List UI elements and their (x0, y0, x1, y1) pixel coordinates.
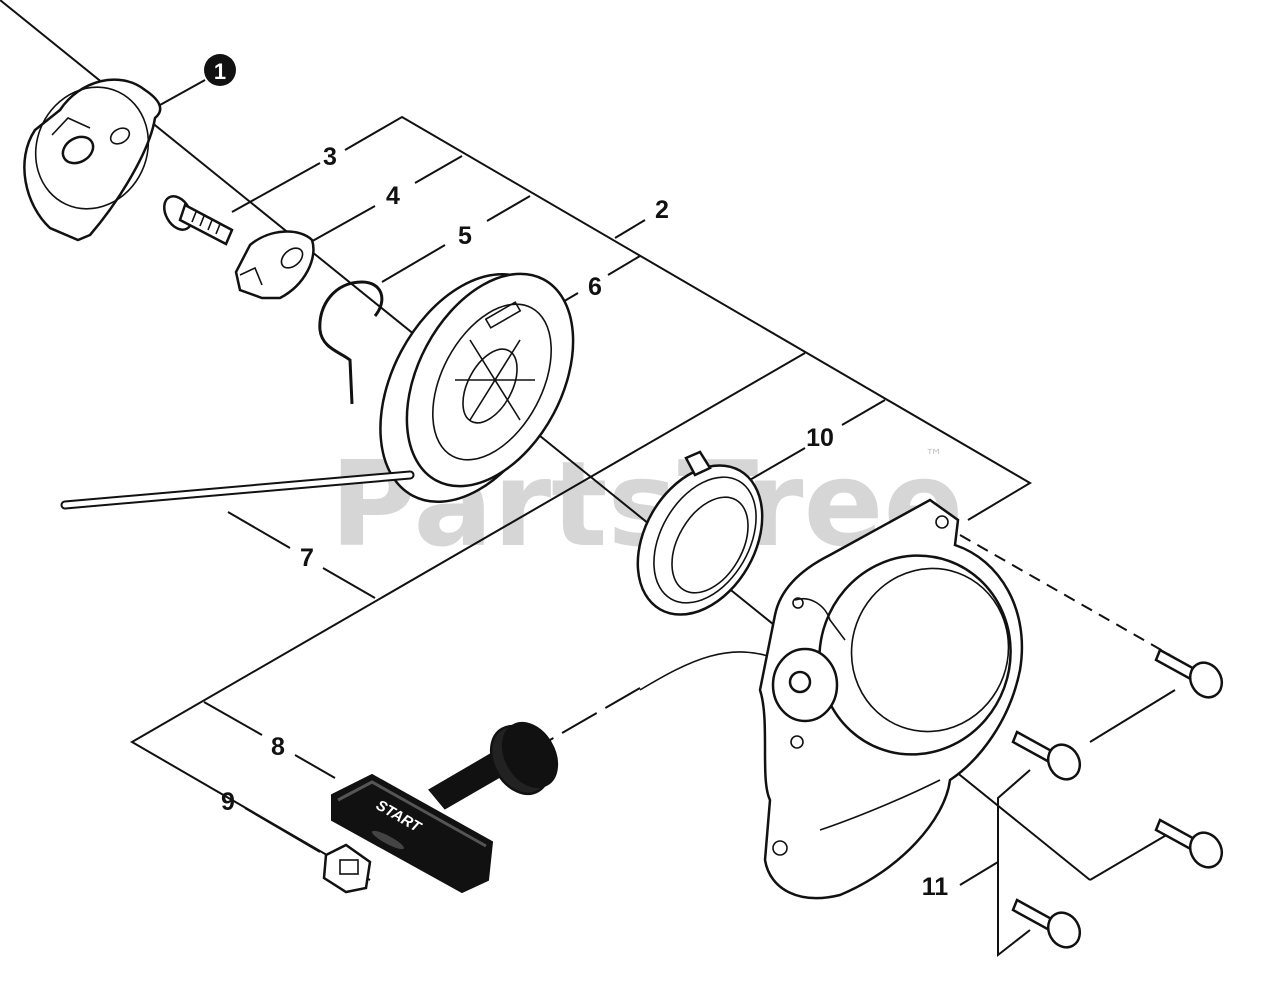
callout-8: 8 (271, 733, 285, 761)
bolt-1 (1154, 648, 1224, 699)
bolt-2 (1011, 730, 1082, 781)
callout-1: 1 (214, 59, 226, 84)
part-10-spring (636, 450, 764, 616)
callout-9: 9 (221, 788, 235, 816)
callout-1-badge (204, 54, 236, 86)
callout-labels: 1 3 4 2 5 6 10 7 8 9 11 (204, 54, 948, 901)
part-11-bolts (1011, 648, 1224, 949)
part-7-rope (60, 470, 415, 510)
part-8-handle: START (331, 721, 559, 894)
part-4-ratchet (234, 230, 315, 300)
callout-11: 11 (922, 873, 949, 901)
callout-2: 2 (655, 196, 669, 224)
bolt-3 (1154, 818, 1224, 869)
part-3-screw (163, 195, 234, 246)
part-6-reel (379, 272, 575, 504)
callout-10: 10 (806, 424, 834, 452)
part-1-plate (23, 78, 162, 242)
callout-4: 4 (386, 182, 400, 210)
callout-3: 3 (323, 143, 337, 171)
part-9-insert (322, 843, 372, 894)
callout-5: 5 (458, 222, 472, 250)
callout-6: 6 (588, 273, 602, 301)
callout-7: 7 (300, 544, 314, 572)
starter-housing (758, 498, 1024, 900)
bolt-4 (1011, 898, 1082, 949)
watermark-trademark: ™ (925, 446, 943, 467)
part-5-spring-clip (318, 280, 384, 405)
